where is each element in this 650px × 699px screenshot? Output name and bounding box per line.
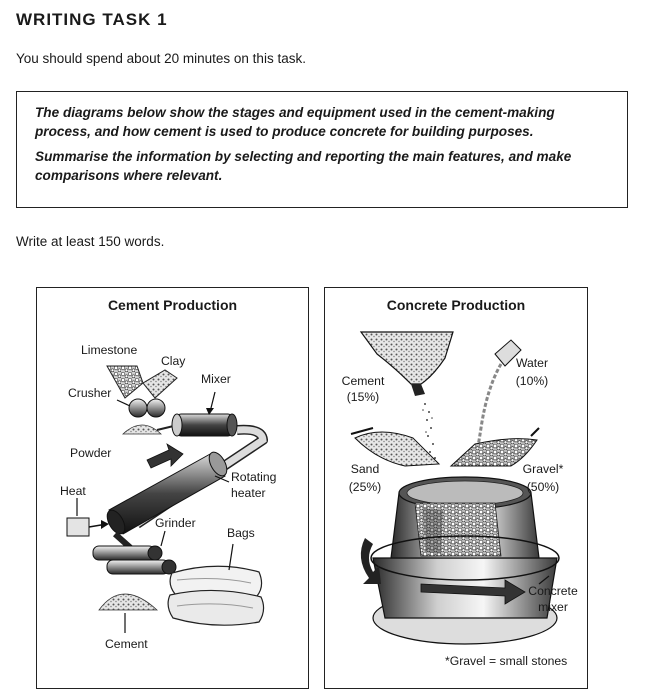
water-pipe — [494, 339, 522, 367]
cement-bags — [167, 565, 265, 626]
gravel-percent: (50%) — [526, 480, 560, 494]
mixer-cylinder — [171, 413, 238, 437]
cement-hopper — [359, 331, 454, 396]
heater-label: heater — [231, 486, 266, 500]
grinder-label: Grinder — [155, 516, 196, 530]
cement-production-title: Cement Production — [107, 297, 238, 313]
concrete-production-panel: Concrete Production — [324, 287, 588, 689]
cement-production-panel: Cement Production — [36, 287, 309, 689]
clay-hopper — [142, 369, 178, 399]
limestone-label: Limestone — [81, 343, 138, 357]
crusher-rollers — [128, 398, 166, 418]
gravel-label: Gravel* — [522, 462, 564, 476]
gravel-footnote: *Gravel = small stones — [445, 654, 568, 668]
concrete-cement-label: Cement — [341, 374, 385, 388]
sand-label: Sand — [350, 462, 380, 476]
task-description: The diagrams below show the stages and e… — [35, 105, 555, 139]
heat-source — [66, 517, 109, 537]
water-percent: (10%) — [515, 374, 549, 388]
clay-label: Clay — [161, 354, 186, 368]
sand-percent: (25%) — [348, 480, 382, 494]
powder-label: Powder — [70, 446, 112, 460]
rotating-heater — [106, 443, 228, 535]
concrete-process-illustration — [350, 331, 560, 645]
concrete-cement-percent: (15%) — [346, 390, 380, 404]
crusher-label: Crusher — [68, 386, 112, 400]
cement-pile — [98, 593, 159, 611]
gravel-scoop — [449, 427, 540, 467]
bags-label: Bags — [227, 526, 255, 540]
task-directive: Summarise the information by selecting a… — [35, 149, 572, 183]
sand-scoop — [350, 427, 441, 467]
falling-cement — [422, 403, 436, 459]
powder-pile — [121, 424, 163, 435]
cement-process-illustration — [66, 365, 268, 633]
rotating-label: Rotating — [231, 470, 277, 484]
water-label: Water — [515, 356, 549, 370]
cement-label: Cement — [105, 637, 148, 651]
task-heading: WRITING TASK 1 — [16, 10, 168, 29]
word-count-instruction: Write at least 150 words. — [16, 234, 165, 249]
limestone-hopper — [106, 365, 144, 399]
grinder — [92, 545, 177, 575]
concrete-production-title: Concrete Production — [386, 297, 526, 313]
concrete-mixer-label-line2: mixer — [538, 600, 568, 614]
task-box: The diagrams below show the stages and e… — [16, 91, 628, 208]
heat-label: Heat — [60, 484, 86, 498]
time-instruction: You should spend about 20 minutes on thi… — [16, 51, 306, 66]
concrete-mixer-label-line1: Concrete — [528, 584, 578, 598]
concrete-mixer — [360, 476, 560, 645]
mixer-label: Mixer — [201, 372, 231, 386]
